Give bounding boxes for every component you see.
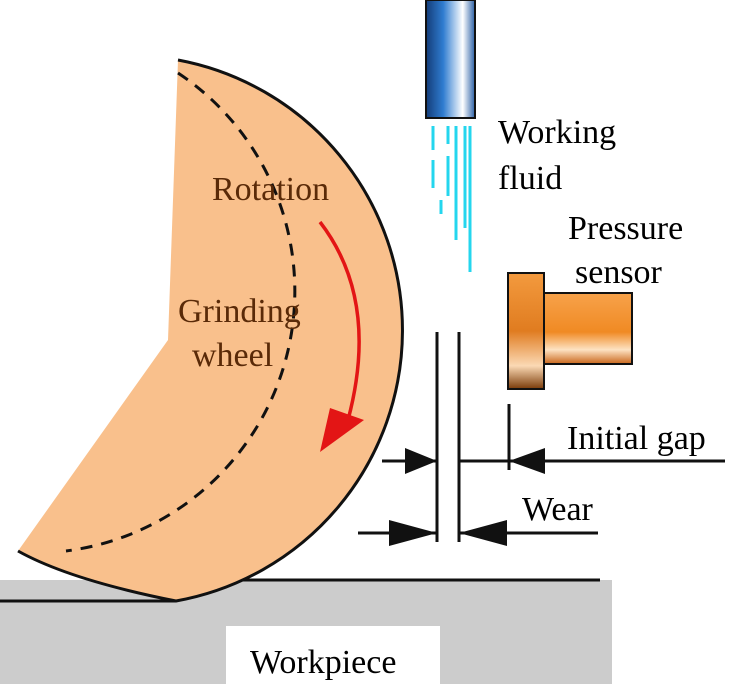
fluid-nozzle xyxy=(425,0,476,119)
pressure-sensor-label-line2: sensor xyxy=(575,254,663,291)
fluid-jet xyxy=(431,126,472,272)
working-fluid-label-line2: fluid xyxy=(498,160,562,197)
workpiece-label: Workpiece xyxy=(250,644,396,681)
wear-label: Wear xyxy=(522,491,594,528)
wheel-wear-boundary xyxy=(65,71,297,553)
pressure-sensor xyxy=(507,272,633,390)
rotation-arrow xyxy=(318,220,361,421)
grinding-wheel xyxy=(18,60,403,601)
grinding-wheel-outline xyxy=(17,58,404,603)
initial-gap-dimension xyxy=(382,448,725,474)
rotation-arrowhead xyxy=(320,408,364,452)
wear-dimension xyxy=(358,520,598,546)
rotation-label: Rotation xyxy=(212,171,329,208)
workpiece-label-box xyxy=(226,626,440,684)
working-fluid-label-line1: Working xyxy=(498,114,616,151)
initial-gap-label: Initial gap xyxy=(567,420,706,457)
grinding-wheel-label-line1: Grinding xyxy=(178,293,301,330)
pressure-sensor-label-line1: Pressure xyxy=(568,210,683,247)
grinding-wheel-label-line2: wheel xyxy=(192,337,273,374)
